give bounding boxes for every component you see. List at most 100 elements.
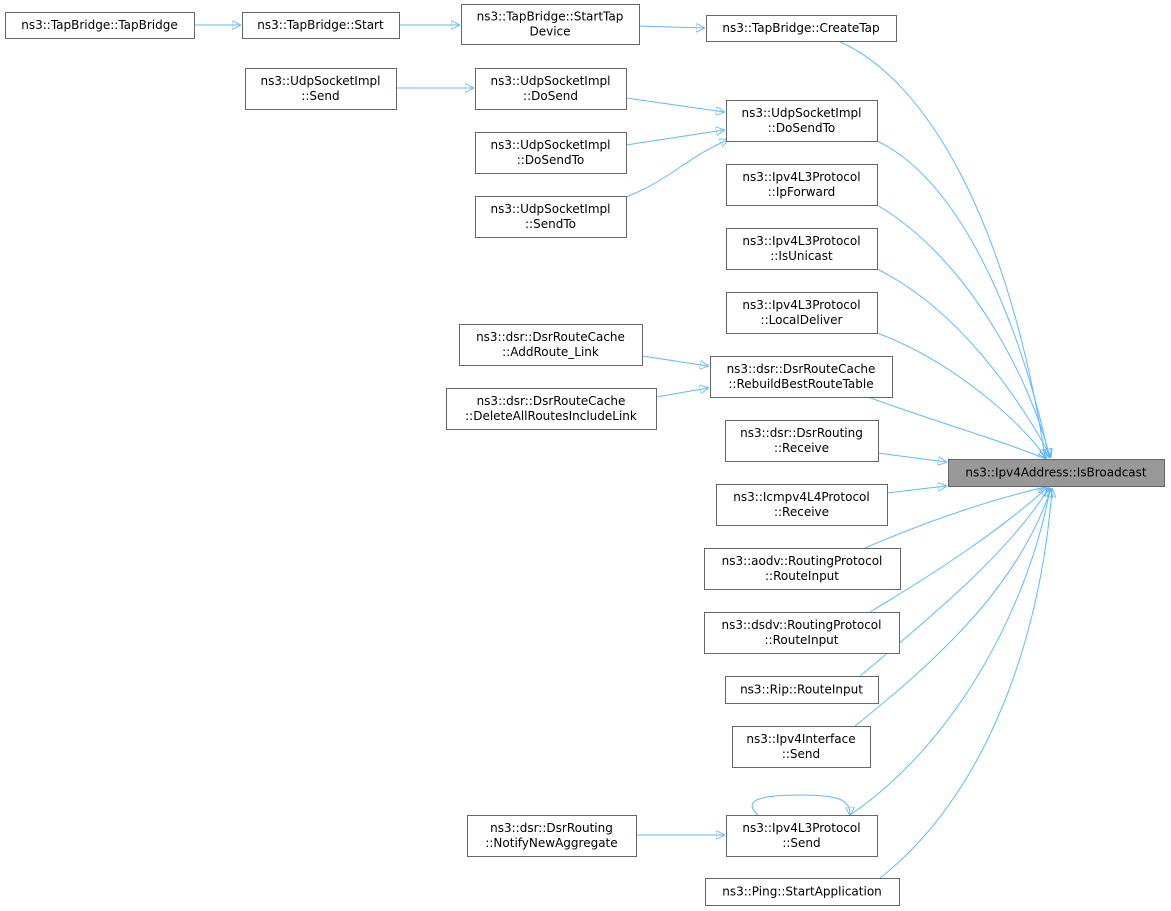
node-label-line: ns3::UdpSocketImpl	[742, 106, 862, 120]
node-box	[726, 292, 878, 334]
node-label-line: ::AddRoute_Link	[502, 345, 599, 359]
function-node-ipv4_isunicast[interactable]: ns3::Ipv4L3Protocol::IsUnicast	[726, 228, 878, 270]
node-label-line: ::Send	[301, 89, 339, 103]
call-edge-dsr_deleteall-to-dsr_rebuild	[655, 388, 708, 398]
node-label-line: ns3::TapBridge::StartTap	[477, 10, 624, 24]
call-edge-icmp_receive-to-root	[886, 486, 946, 494]
node-label-line: ns3::dsr::DsrRouteCache	[477, 394, 626, 408]
node-label-line: ::NotifyNewAggregate	[485, 836, 617, 850]
function-node-udp_sendto[interactable]: ns3::UdpSocketImpl::SendTo	[475, 196, 627, 238]
node-label-line: ns3::Ipv4L3Protocol	[742, 821, 860, 835]
function-node-udp_dosend[interactable]: ns3::UdpSocketImpl::DoSend	[475, 68, 627, 110]
edge-layer	[194, 25, 1052, 879]
function-node-ipv4if_send[interactable]: ns3::Ipv4Interface::Send	[732, 726, 871, 768]
node-label-line: ::IsUnicast	[770, 249, 833, 263]
node-box	[716, 484, 888, 526]
call-edge-ipv4if_send-to-root	[854, 489, 1051, 727]
node-label-line: ns3::dsr::DsrRouteCache	[727, 362, 876, 376]
node-box	[726, 228, 878, 270]
node-label-line: ns3::dsdv::RoutingProtocol	[722, 618, 882, 632]
node-label-line: ::DoSendTo	[768, 121, 836, 135]
function-node-udp_dosendto_l[interactable]: ns3::UdpSocketImpl::DoSendTo	[475, 132, 627, 174]
node-label-line: ::DoSendTo	[517, 153, 585, 167]
node-label-line: ns3::Ping::StartApplication	[722, 885, 882, 899]
function-node-tb_ctor[interactable]: ns3::TapBridge::TapBridge	[5, 12, 195, 39]
call-edge-ipv4_send-to-root	[849, 489, 1050, 816]
node-label-line: ::RouteInput	[765, 569, 839, 583]
node-label-line: ns3::Ipv4L3Protocol	[742, 234, 860, 248]
node-box	[245, 68, 397, 110]
node-label-line: ns3::UdpSocketImpl	[491, 202, 611, 216]
node-box	[710, 356, 893, 398]
call-edge-aodv_routeinput-to-root	[864, 487, 1045, 549]
node-label-line: ns3::Rip::RouteInput	[740, 683, 863, 697]
call-edge-udp_dosendto-to-root	[876, 140, 1049, 457]
node-label-line: ::Receive	[774, 441, 829, 455]
call-edge-udp_sendto-to-udp_dosendto	[625, 140, 728, 198]
node-box	[475, 196, 627, 238]
function-node-ipv4_ipforward[interactable]: ns3::Ipv4L3Protocol::IpForward	[726, 164, 878, 206]
node-label-line: ::RouteInput	[765, 633, 839, 647]
call-edge-udp_dosend-to-udp_dosendto	[625, 97, 724, 112]
call-edge-ipv4_isunicast-to-root	[876, 268, 1051, 457]
function-node-udp_dosendto[interactable]: ns3::UdpSocketImpl::DoSendTo	[726, 100, 878, 142]
node-label-line: ns3::TapBridge::CreateTap	[722, 21, 879, 35]
function-node-tb_start[interactable]: ns3::TapBridge::Start	[242, 12, 400, 39]
node-label-line: ns3::Ipv4Address::IsBroadcast	[965, 466, 1147, 480]
function-node-dsr_deleteall[interactable]: ns3::dsr::DsrRouteCache::DeleteAllRoutes…	[446, 388, 657, 430]
node-label-line: ns3::Ipv4L3Protocol	[742, 298, 860, 312]
node-label-line: ns3::dsr::DsrRouting	[490, 821, 613, 835]
node-box	[459, 324, 643, 366]
call-edge-udp_dosendto_l-to-udp_dosendto	[625, 130, 724, 146]
node-box	[705, 878, 900, 906]
node-box	[726, 815, 878, 857]
node-box	[704, 548, 901, 590]
node-label-line: ns3::TapBridge::TapBridge	[21, 18, 178, 32]
node-box	[475, 68, 627, 110]
node-box	[725, 420, 879, 462]
call-edge-ipv4_ipforward-to-root	[876, 204, 1050, 457]
call-edge-tb_starttap-to-tb_createtap	[638, 26, 704, 28]
function-node-dsr_addroute[interactable]: ns3::dsr::DsrRouteCache::AddRoute_Link	[459, 324, 643, 366]
function-node-dsr_rebuild[interactable]: ns3::dsr::DsrRouteCache::RebuildBestRout…	[710, 356, 893, 398]
call-edge-dsdv_routeinput-to-root	[869, 488, 1047, 613]
function-node-rip_routeinput[interactable]: ns3::Rip::RouteInput	[725, 676, 879, 704]
function-node-dsr_receive[interactable]: ns3::dsr::DsrRouting::Receive	[725, 420, 879, 462]
node-box	[5, 12, 195, 39]
function-node-icmp_receive[interactable]: ns3::Icmpv4L4Protocol::Receive	[716, 484, 888, 526]
node-box	[706, 15, 897, 42]
node-box	[242, 12, 400, 39]
node-box	[467, 815, 637, 857]
function-node-ipv4_localdeliver[interactable]: ns3::Ipv4L3Protocol::LocalDeliver	[726, 292, 878, 334]
function-node-aodv_routeinput[interactable]: ns3::aodv::RoutingProtocol::RouteInput	[704, 548, 901, 590]
root-function-node: ns3::Ipv4Address::IsBroadcast	[948, 459, 1165, 487]
function-node-ipv4_send[interactable]: ns3::Ipv4L3Protocol::Send	[726, 815, 878, 857]
node-label-line: Device	[529, 25, 570, 39]
function-node-tb_createtap[interactable]: ns3::TapBridge::CreateTap	[706, 15, 897, 42]
node-label-line: ns3::TapBridge::Start	[257, 18, 384, 32]
node-box	[948, 459, 1165, 487]
node-label-line: ns3::aodv::RoutingProtocol	[722, 554, 883, 568]
call-edge-ping_start-to-root	[879, 489, 1052, 879]
node-label-line: ns3::Icmpv4L4Protocol	[733, 490, 869, 504]
node-label-line: ::Receive	[774, 505, 829, 519]
call-edge-ipv4_localdeliver-to-root	[876, 332, 1046, 458]
call-edge-dsr_rebuild-to-root	[867, 396, 1046, 459]
function-node-udp_send[interactable]: ns3::UdpSocketImpl::Send	[245, 68, 397, 110]
node-label-line: ns3::Ipv4L3Protocol	[742, 170, 860, 184]
function-node-dsdv_routeinput[interactable]: ns3::dsdv::RoutingProtocol::RouteInput	[704, 612, 900, 654]
node-box	[725, 676, 879, 704]
call-edge-dsr_addroute-to-dsr_rebuild	[641, 355, 708, 366]
node-label-line: ::SendTo	[525, 217, 576, 231]
call-edge-tb_createtap-to-root	[837, 40, 1045, 457]
function-node-dsr_notify[interactable]: ns3::dsr::DsrRouting::NotifyNewAggregate	[467, 815, 637, 857]
node-label-line: ::Send	[782, 747, 820, 761]
call-edge-ipv4_send-to-ipv4_send	[751, 794, 850, 818]
function-node-ping_start[interactable]: ns3::Ping::StartApplication	[705, 878, 900, 906]
node-label-line: ::IpForward	[768, 185, 836, 199]
node-box	[726, 100, 878, 142]
call-edge-dsr_receive-to-root	[877, 452, 946, 462]
node-box	[726, 164, 878, 206]
node-label-line: ::Send	[782, 836, 820, 850]
